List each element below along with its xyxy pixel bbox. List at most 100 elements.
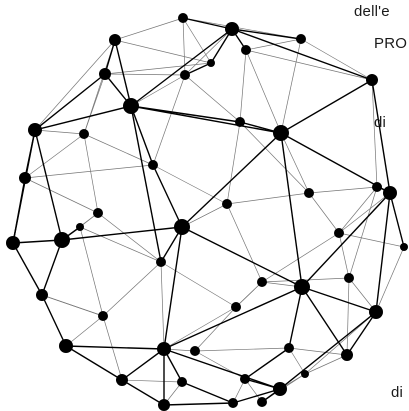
network-node bbox=[207, 59, 215, 67]
primary-edge bbox=[164, 287, 302, 349]
primary-edge bbox=[302, 193, 390, 287]
primary-edge bbox=[390, 193, 404, 247]
primary-edge bbox=[42, 295, 66, 346]
secondary-edge bbox=[80, 227, 103, 316]
secondary-edge bbox=[115, 18, 183, 40]
primary-edge bbox=[13, 243, 42, 295]
network-node bbox=[273, 382, 287, 396]
secondary-edge bbox=[339, 233, 404, 247]
primary-edge bbox=[66, 346, 164, 349]
secondary-edge bbox=[122, 380, 182, 382]
primary-edge bbox=[376, 193, 390, 312]
primary-edge bbox=[122, 380, 164, 405]
network-node bbox=[180, 70, 190, 80]
secondary-edge bbox=[25, 178, 98, 213]
network-node bbox=[240, 374, 250, 384]
network-node bbox=[98, 311, 108, 321]
network-node bbox=[59, 339, 73, 353]
secondary-edge bbox=[195, 348, 289, 351]
network-node bbox=[158, 399, 170, 411]
network-node bbox=[6, 236, 20, 250]
network-node bbox=[284, 343, 294, 353]
network-node bbox=[257, 397, 267, 407]
network-node bbox=[190, 346, 200, 356]
text-fragment-bottom: di bbox=[391, 384, 403, 401]
secondary-edge bbox=[153, 75, 185, 165]
secondary-edge bbox=[289, 348, 347, 355]
network-node bbox=[178, 13, 188, 23]
secondary-edge bbox=[227, 122, 240, 204]
primary-edge bbox=[164, 403, 233, 405]
text-fragment-upper: PRO bbox=[374, 35, 407, 52]
secondary-edge bbox=[164, 307, 236, 349]
primary-edge bbox=[131, 106, 153, 165]
network-node bbox=[273, 125, 289, 141]
secondary-edge bbox=[227, 193, 309, 204]
network-node bbox=[116, 374, 128, 386]
secondary-edge bbox=[240, 50, 246, 122]
network-nodes bbox=[6, 13, 408, 411]
primary-edge bbox=[164, 227, 182, 349]
text-fragment-middle: di bbox=[374, 114, 386, 131]
primary-edge bbox=[122, 349, 164, 380]
primary-edge bbox=[302, 287, 376, 312]
network-node bbox=[54, 232, 70, 248]
primary-edge bbox=[131, 106, 161, 262]
secondary-edge bbox=[185, 29, 232, 75]
secondary-edge bbox=[80, 227, 161, 262]
primary-edge bbox=[13, 178, 25, 243]
secondary-edge bbox=[301, 39, 372, 80]
network-node bbox=[109, 34, 121, 46]
network-node bbox=[36, 289, 48, 301]
text-fragment-top: dell'e bbox=[354, 3, 390, 20]
network-node bbox=[344, 273, 354, 283]
network-node bbox=[174, 219, 190, 235]
primary-edge bbox=[153, 165, 182, 227]
primary-edge bbox=[182, 133, 281, 227]
secondary-edge bbox=[246, 50, 281, 133]
secondary-edge bbox=[131, 75, 185, 106]
network-node bbox=[296, 34, 306, 44]
network-node bbox=[372, 182, 382, 192]
primary-edge bbox=[42, 240, 62, 295]
secondary-edge bbox=[98, 213, 161, 262]
network-node bbox=[341, 349, 353, 361]
network-node bbox=[93, 208, 103, 218]
secondary-edge bbox=[309, 193, 339, 233]
network-node bbox=[76, 223, 84, 231]
secondary-edge bbox=[227, 204, 262, 282]
secondary-edge bbox=[309, 187, 377, 193]
primary-edge bbox=[233, 389, 280, 403]
network-node bbox=[369, 305, 383, 319]
network-node bbox=[222, 199, 232, 209]
secondary-edge bbox=[347, 278, 349, 355]
primary-edge bbox=[131, 29, 232, 106]
primary-edge bbox=[245, 348, 289, 379]
network-node bbox=[383, 186, 397, 200]
secondary-edge bbox=[25, 134, 84, 178]
network-node bbox=[79, 129, 89, 139]
secondary-edge bbox=[161, 262, 164, 349]
primary-edge bbox=[131, 106, 281, 133]
primary-edge bbox=[25, 130, 35, 178]
secondary-edge bbox=[246, 50, 372, 80]
secondary-edge bbox=[35, 130, 84, 134]
network-node bbox=[228, 398, 238, 408]
network-node bbox=[235, 117, 245, 127]
network-node bbox=[334, 228, 344, 238]
network-node bbox=[225, 22, 239, 36]
network-node bbox=[294, 279, 310, 295]
primary-edge bbox=[183, 18, 232, 29]
secondary-edge bbox=[103, 262, 161, 316]
primary-edge bbox=[182, 227, 302, 287]
secondary-edge bbox=[66, 316, 103, 346]
secondary-edge bbox=[195, 307, 236, 351]
primary-edge bbox=[289, 287, 302, 348]
secondary-edge bbox=[161, 262, 236, 307]
network-node bbox=[19, 172, 31, 184]
secondary-edge bbox=[236, 282, 262, 307]
secondary-edge bbox=[84, 134, 98, 213]
primary-edge bbox=[232, 29, 301, 39]
network-node bbox=[304, 188, 314, 198]
